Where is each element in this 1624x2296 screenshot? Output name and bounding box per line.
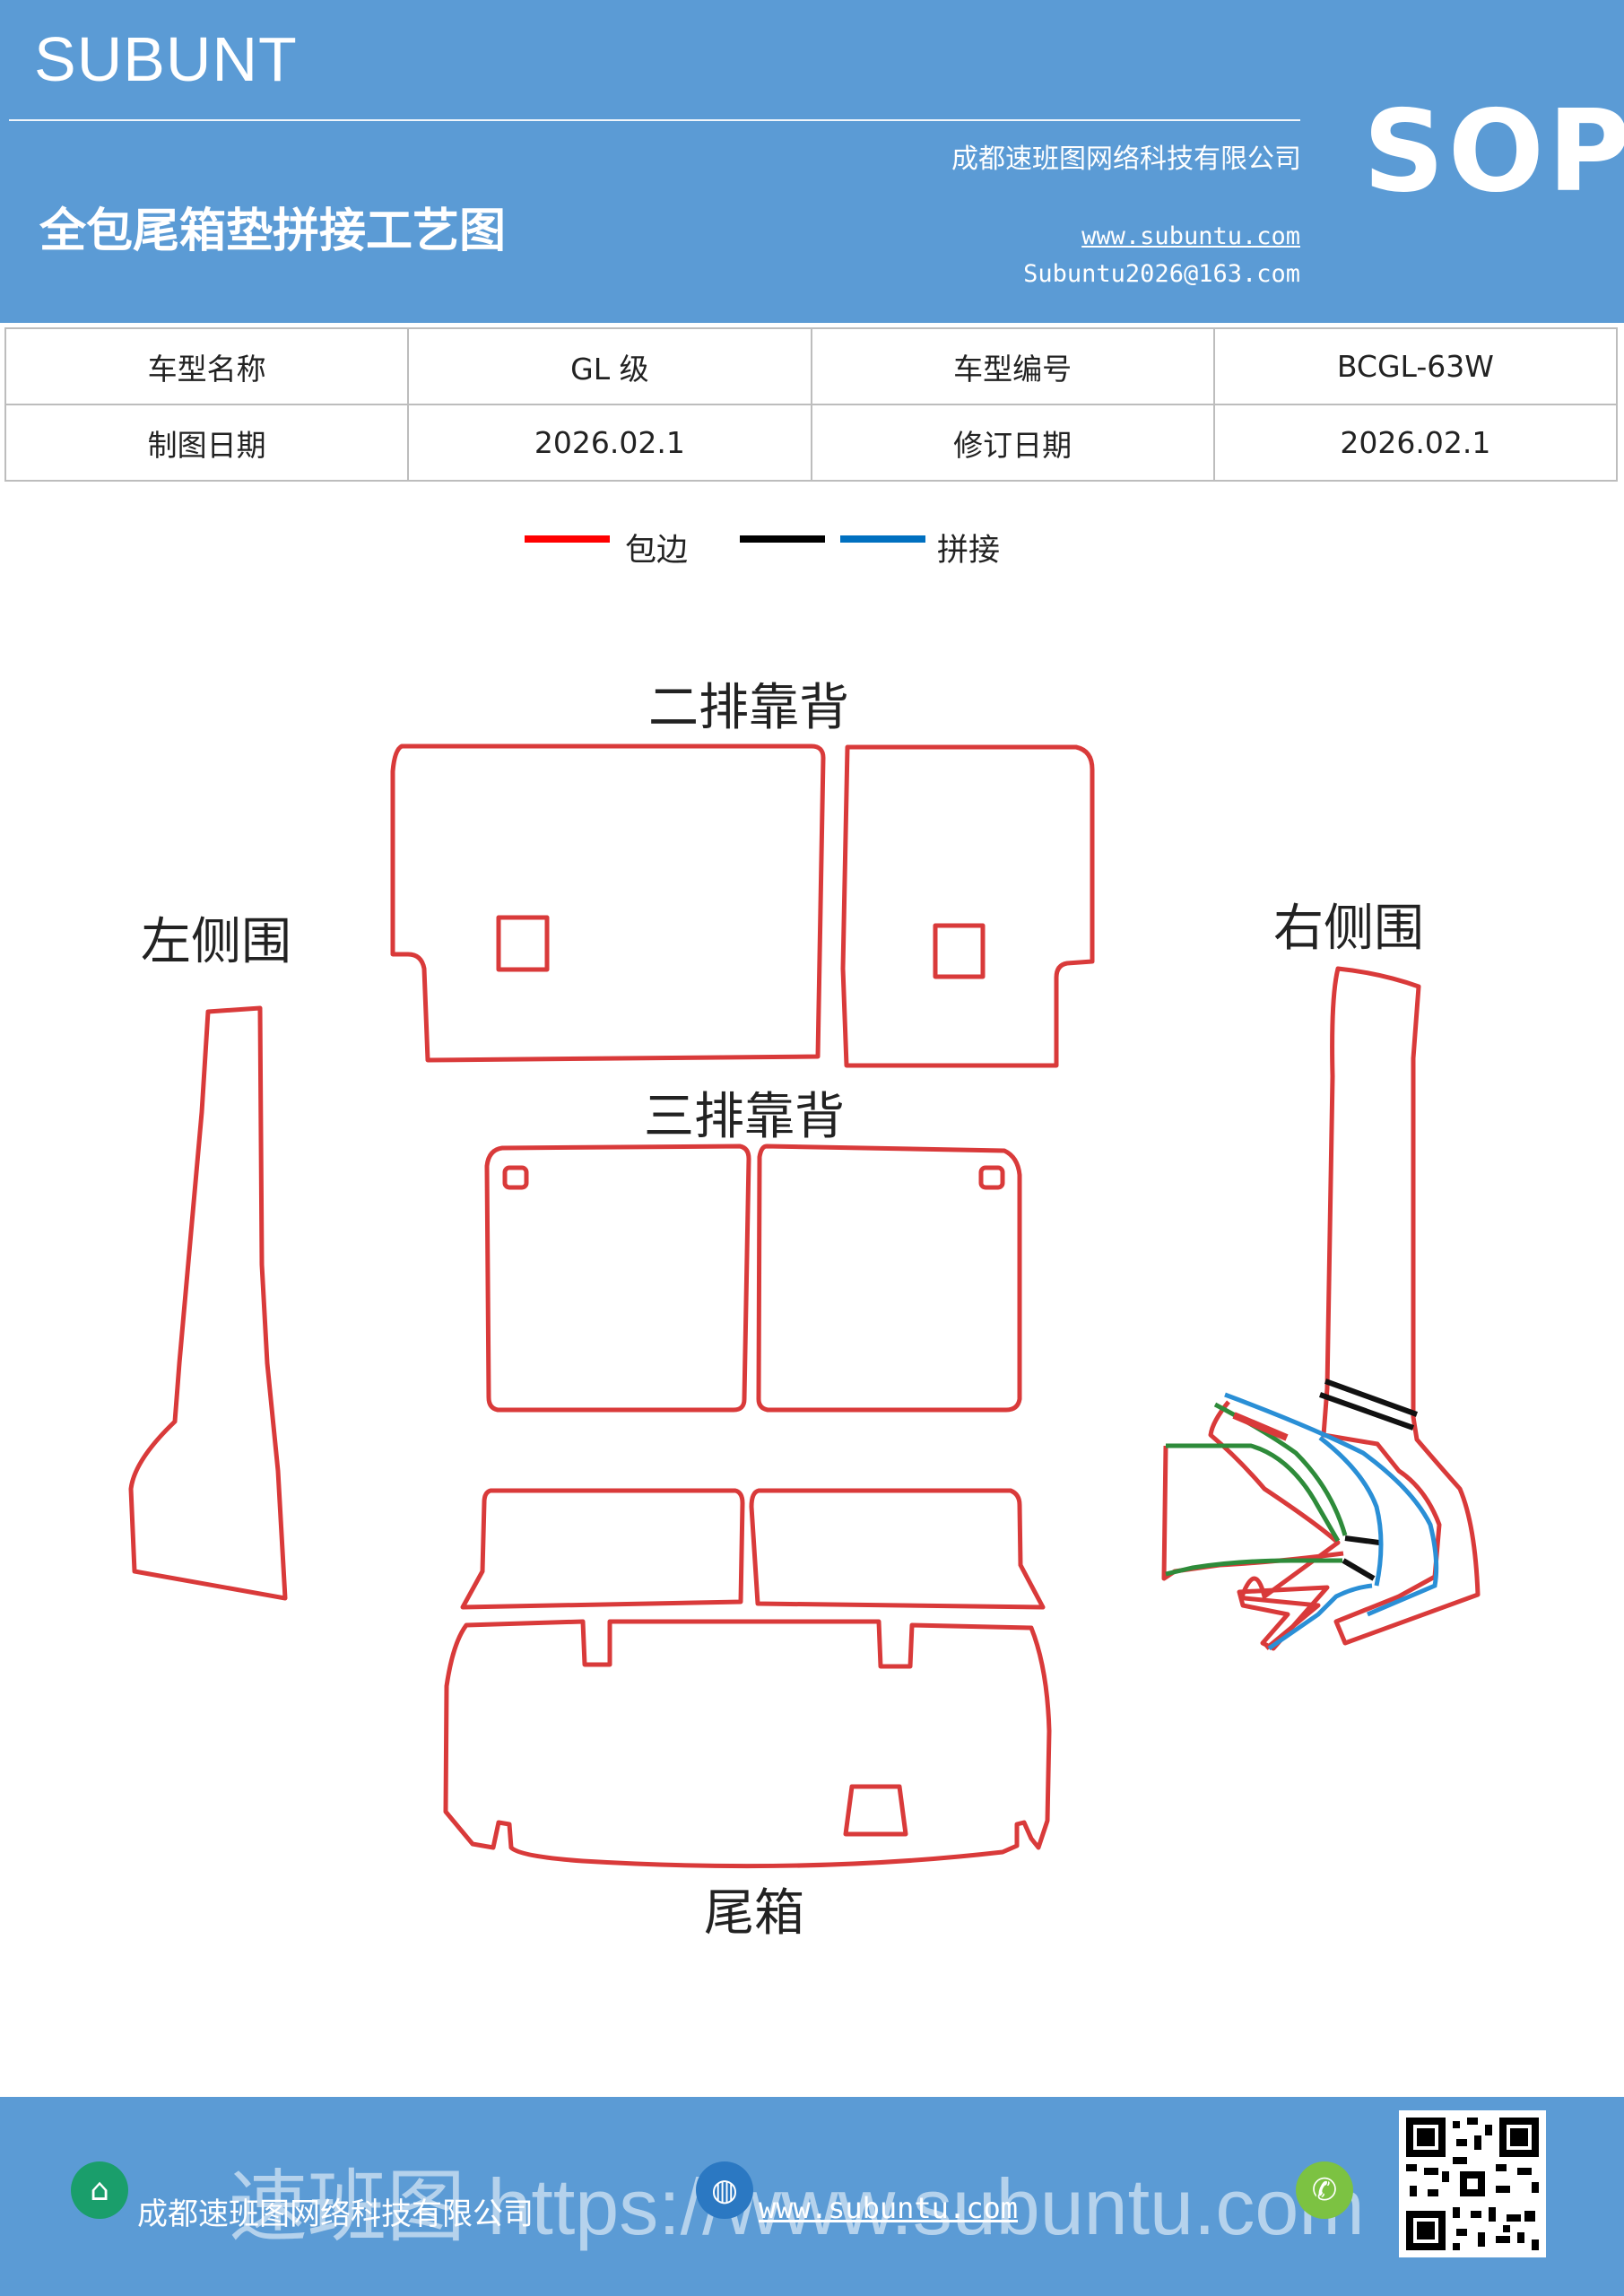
trunk-main-piece (443, 1619, 1052, 1869)
left-side-panel (128, 1005, 288, 1601)
header-email[interactable]: Subuntu2026@163.com (1023, 260, 1300, 288)
third-row-left-piece (484, 1144, 751, 1413)
right-side-seam-blue-1 (1224, 1392, 1439, 1617)
header-banner (0, 0, 1624, 323)
building-icon: ⌂ (71, 2161, 128, 2219)
right-side-seam-black-2 (1318, 1392, 1415, 1431)
table-cell: 车型编号 (810, 327, 1215, 405)
second-row-left-cutout (496, 915, 550, 972)
label-right-side: 右侧围 (1273, 900, 1424, 958)
footer-company-name: 成都速班图网络科技有限公司 (137, 2196, 534, 2232)
legend: 包边 拼接 (0, 525, 1624, 578)
right-side-red-strip (1232, 1412, 1289, 1441)
legend-label-splice: 拼接 (937, 533, 1001, 569)
second-row-right-piece (840, 744, 1095, 1068)
third-row-left-hole (502, 1165, 529, 1190)
right-side-seam-black-3 (1344, 1535, 1380, 1545)
right-side-lower-piece-a (1208, 1400, 1341, 1650)
table-cell: 2026.02.1 (407, 404, 812, 482)
footer-watermark: 速班图 https://www.subuntu.com (229, 2162, 1365, 2251)
right-side-seam-black-1 (1324, 1378, 1419, 1417)
trunk-main-cutout (843, 1784, 908, 1837)
trunk-upper-left-piece (460, 1488, 745, 1610)
sop-badge: SOP (1363, 85, 1624, 217)
table-cell: 2026.02.1 (1212, 404, 1619, 482)
second-row-right-cutout (933, 923, 986, 979)
label-second-row-back: 二排靠背 (648, 679, 849, 737)
right-side-seam-black-4 (1342, 1558, 1376, 1581)
legend-label-edging: 包边 (625, 533, 689, 569)
legend-swatch-blue (840, 535, 925, 543)
table-row: 车型名称 GL 级 车型编号 BCGL-63W (4, 327, 1619, 405)
right-side-seam-blue-3 (1267, 1583, 1373, 1651)
header-company-name: 成都速班图网络科技有限公司 (951, 144, 1301, 175)
qr-code (1399, 2110, 1546, 2257)
table-cell: GL 级 (407, 327, 812, 405)
trunk-upper-right-piece (749, 1488, 1046, 1610)
label-third-row-back: 三排靠背 (644, 1088, 845, 1146)
qr-code-pattern (1399, 2110, 1546, 2257)
legend-swatch-black (740, 535, 825, 543)
right-side-lower-piece-c (1237, 1585, 1330, 1651)
third-row-right-piece (756, 1144, 1022, 1413)
right-side-seam-blue-2 (1318, 1436, 1384, 1587)
second-row-left-piece (390, 744, 826, 1063)
vehicle-info-table: 车型名称 GL 级 车型编号 BCGL-63W 制图日期 2026.02.1 修… (4, 327, 1619, 482)
legend-swatch-red (525, 535, 610, 543)
wechat-icon: ✆ (1296, 2161, 1353, 2219)
document-title: 全包尾箱垫拼接工艺图 (39, 204, 507, 258)
table-row: 制图日期 2026.02.1 修订日期 2026.02.1 (4, 404, 1619, 482)
table-cell: 制图日期 (4, 404, 410, 482)
table-cell: 车型名称 (4, 327, 410, 405)
right-side-seam-green-3 (1165, 1558, 1342, 1577)
right-side-panel (1321, 966, 1481, 1646)
footer-website-link[interactable]: www.subuntu.com (759, 2191, 1018, 2225)
table-cell: BCGL-63W (1212, 327, 1619, 405)
table-cell: 修订日期 (810, 404, 1215, 482)
third-row-right-hole (978, 1165, 1005, 1190)
globe-icon: ◍ (696, 2161, 753, 2219)
brand-logo-text: SUBUNT (34, 24, 298, 94)
footer-banner (0, 2097, 1624, 2296)
header-website-link[interactable]: www.subuntu.com (1081, 222, 1300, 250)
label-left-side: 左侧围 (141, 913, 291, 971)
label-trunk: 尾箱 (704, 1884, 804, 1943)
right-side-seam-green-1 (1166, 1443, 1341, 1543)
header-divider (9, 119, 1300, 121)
